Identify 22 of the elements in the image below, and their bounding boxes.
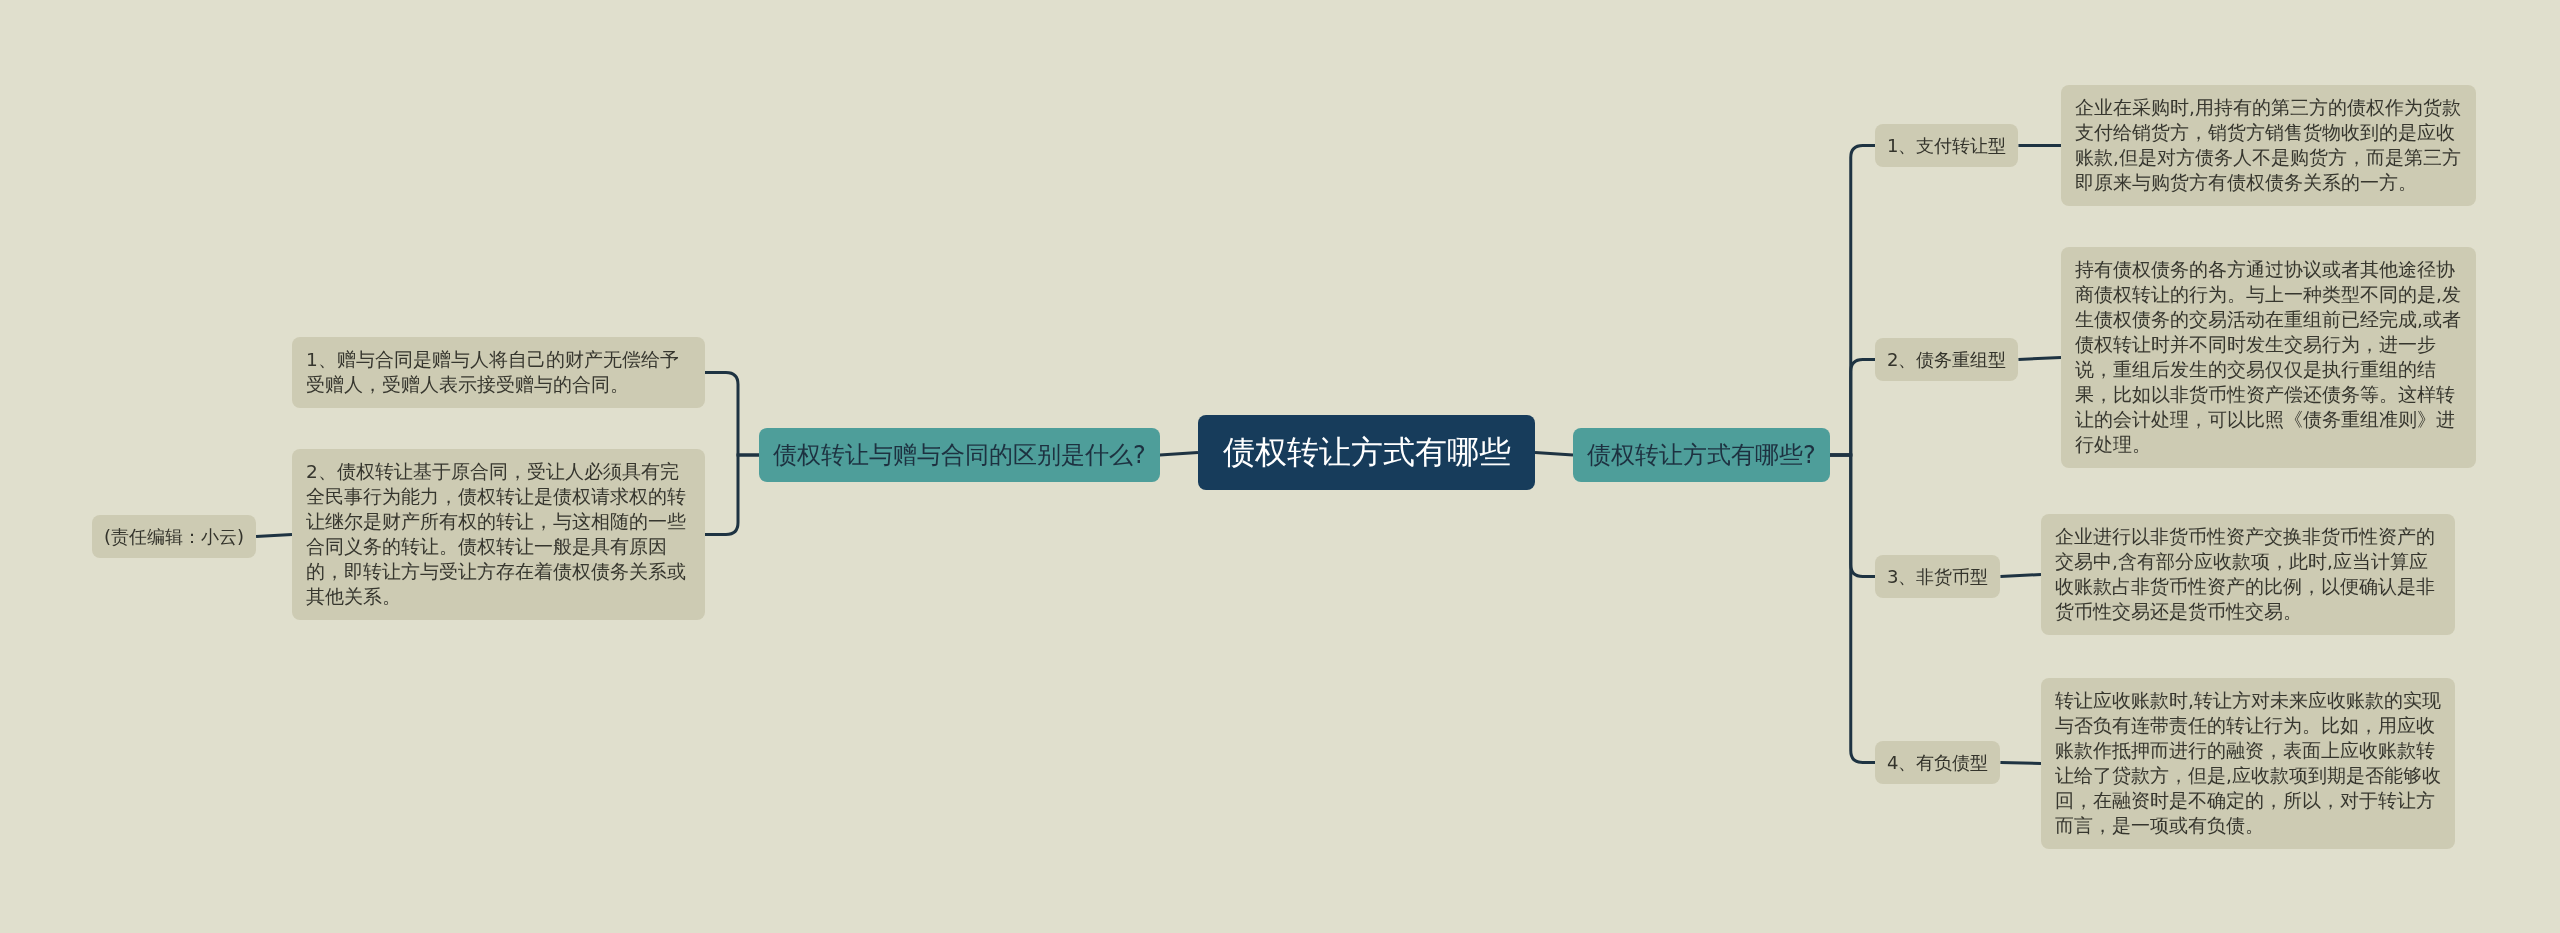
topic-box: 债权转让与赠与合同的区别是什么? [759,428,1160,482]
topic-box: 债权转让方式有哪些? [1573,428,1830,482]
connector-line [2018,356,2062,361]
connector-line [255,533,293,538]
connector-line [1159,451,1199,457]
subtopic-box: 2、债务重组型 [1875,338,2019,381]
note-box: 1、赠与合同是赠与人将自己的财产无偿给予受赠人，受赠人表示接受赠与的合同。 [292,337,705,408]
connector-line [1829,453,1875,764]
connector-line [2000,761,2042,765]
note-box: 企业进行以非货币性资产交换非货币性资产的交易中,含有部分应收款项，此时,应当计算应收账款占非货币性资产的比例，以便确认是非货币性交易还是货币性交易。 [2041,514,2455,635]
note-box: 转让应收账款时,转让方对未来应收账款的实现与否负有连带责任的转让行为。比如，用应收账款作抵押而进行的融资，表面上应收账款转让给了贷款方，但是,应收款项到期是否能够收回，在融资时是不确定的，所以，对于转让方而言，是一项或有负债。 [2041,678,2455,849]
note-box: 持有债权债务的各方通过协议或者其他途径协商债权转让的行为。与上一种类型不同的是,发生债权债务的交易活动在重组前已经完成,或者债权转让时并不同时发生交易行为，进一步说，重组后发生的交易仅仅是执行重组的结果，比如以非货币性资产偿还债务等。这样转让的会计处理，可以比照《债务重组准则》进行处理。 [2061,247,2476,468]
note-box: 企业在采购时,用持有的第三方的债权作为货款支付给销货方，销货方销售货物收到的是应收账款,但是对方债务人不是购货方，而是第三方即原来与购货方有债权债务关系的一方。 [2061,85,2476,206]
central-topic-box: 债权转让方式有哪些 [1198,415,1535,490]
subtopic-box: (责任编辑：小云) [92,515,257,558]
connector-line [2018,144,2061,147]
connector-line [2000,573,2042,578]
note-box: 2、债权转让基于原合同，受让人必须具有完全民事行为能力，债权转让是债权请求权的转让继尔是财产所有权的转让，与这相随的一些合同义务的转让。债权转让一般是具有原因的，即转让方与受让方存在着债权债务关系或其他关系。 [292,449,705,620]
subtopic-box: 3、非货币型 [1875,555,2001,598]
subtopic-box: 1、支付转让型 [1875,124,2019,167]
subtopic-box: 4、有负债型 [1875,741,2001,784]
connector-line [1534,451,1574,457]
